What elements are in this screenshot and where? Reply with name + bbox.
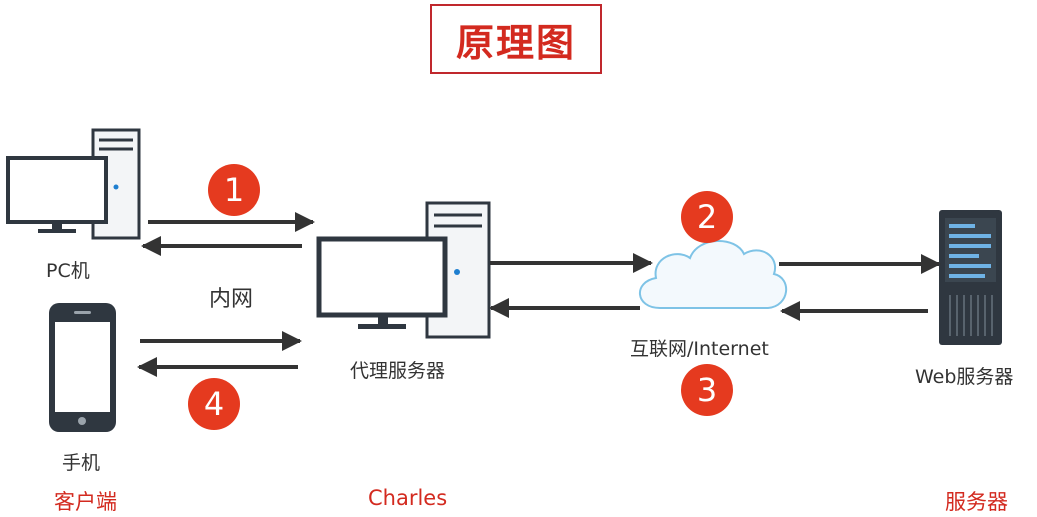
step-badge-4: 4: [188, 378, 240, 430]
phone-icon: [49, 303, 116, 432]
proxy-label: 代理服务器: [350, 360, 446, 382]
intranet-label: 内网: [209, 287, 254, 312]
internet-cloud-icon: [638, 240, 788, 309]
step-badge-3: 3: [681, 364, 733, 416]
role-charles-label: Charles: [368, 486, 448, 510]
internet-label: 互联网/Internet: [630, 338, 769, 360]
title-box: 原理图: [430, 4, 602, 74]
web-server-label: Web服务器: [915, 366, 1014, 388]
step-badge-2: 2: [681, 191, 733, 243]
role-server-label: 服务器: [945, 490, 1008, 514]
phone-label: 手机: [62, 452, 101, 474]
step-badge-1: 1: [208, 164, 260, 216]
diagram-title: 原理图: [455, 20, 576, 65]
pc-label: PC机: [46, 260, 90, 282]
role-client-label: 客户端: [54, 490, 117, 514]
web-server-icon: [939, 210, 1002, 345]
proxy-computer-icon: [316, 201, 491, 339]
pc-computer-icon: [6, 128, 141, 240]
